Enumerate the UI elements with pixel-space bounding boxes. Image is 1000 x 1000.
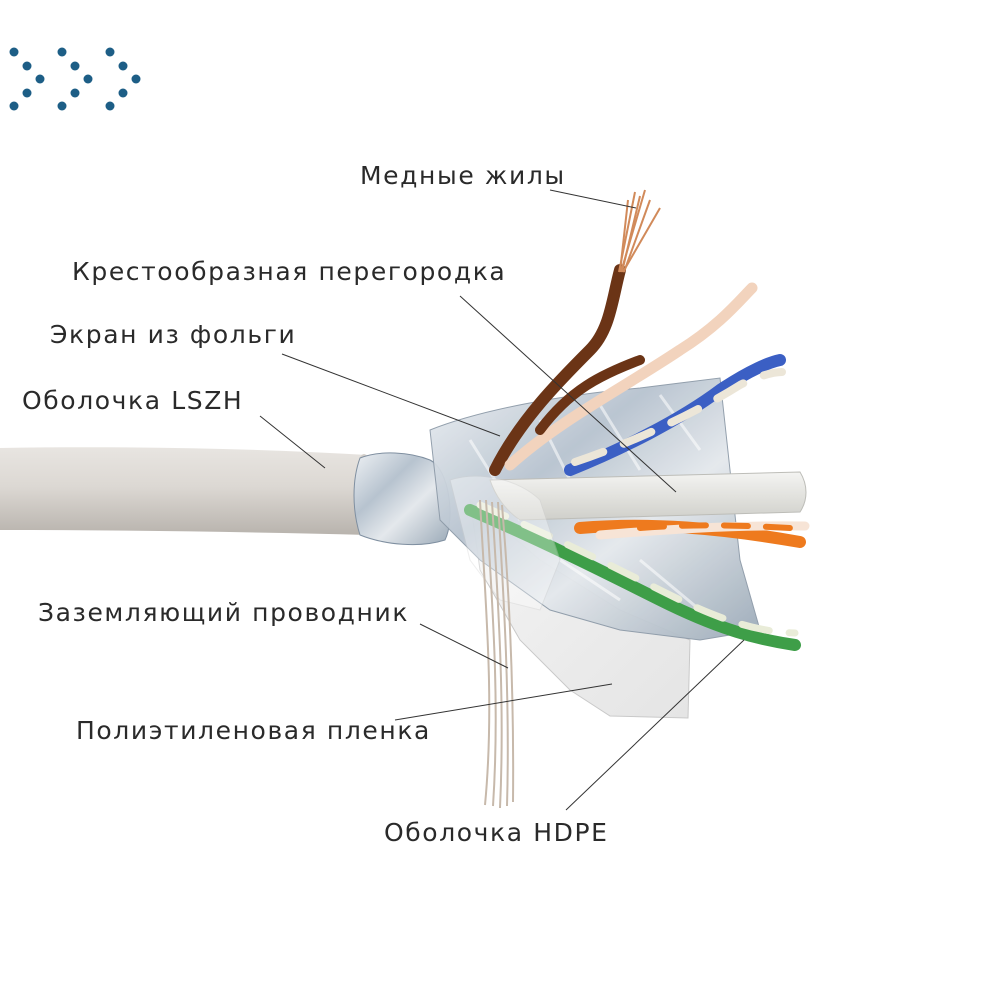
blue-pair-shape bbox=[564, 354, 786, 476]
lszh-jacket-shape bbox=[0, 447, 368, 535]
label-cross-separator: Крестообразная перегородка bbox=[72, 257, 507, 286]
green-pair-shape bbox=[464, 501, 801, 651]
brown-pair-shape bbox=[489, 264, 758, 476]
leader-lines bbox=[259, 189, 745, 811]
cross-separator-shape bbox=[489, 471, 807, 521]
label-hdpe-insulation: Оболочка HDPE bbox=[384, 818, 609, 847]
orange-pair-shape bbox=[574, 519, 810, 548]
copper-strands-shape bbox=[618, 189, 661, 273]
label-pe-film: Полиэтиленовая пленка bbox=[76, 716, 431, 745]
label-ground-wire: Заземляющий проводник bbox=[38, 598, 410, 627]
ground-wire-shape bbox=[479, 499, 515, 809]
label-foil-shield: Экран из фольги bbox=[50, 320, 297, 349]
label-lszh-jacket: Оболочка LSZH bbox=[22, 386, 244, 415]
chevron-dots-logo-icon bbox=[9, 47, 141, 111]
foil-ring-shape bbox=[353, 452, 451, 546]
label-copper-cores: Медные жилы bbox=[360, 161, 566, 190]
